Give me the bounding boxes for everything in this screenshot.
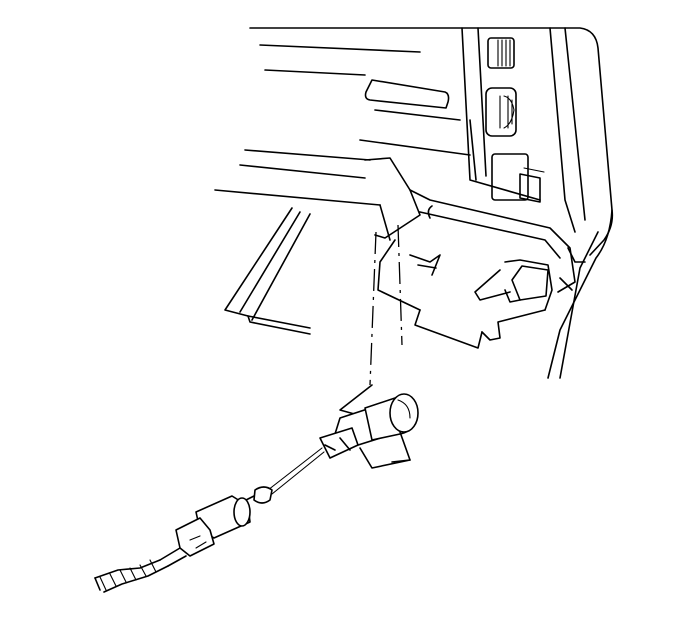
panel-window-slot <box>364 79 450 109</box>
side-panel <box>224 207 311 335</box>
instrument-panel-housing <box>214 27 614 379</box>
wire-harness-connector <box>94 486 273 593</box>
wire-lead <box>267 447 325 495</box>
sensor-clip-assembly <box>319 384 419 469</box>
control-knob-lower <box>491 153 545 203</box>
alignment-lines <box>369 224 403 386</box>
control-knob-middle <box>485 87 517 137</box>
control-knob-upper <box>487 37 515 69</box>
mounting-bracket <box>364 157 586 349</box>
